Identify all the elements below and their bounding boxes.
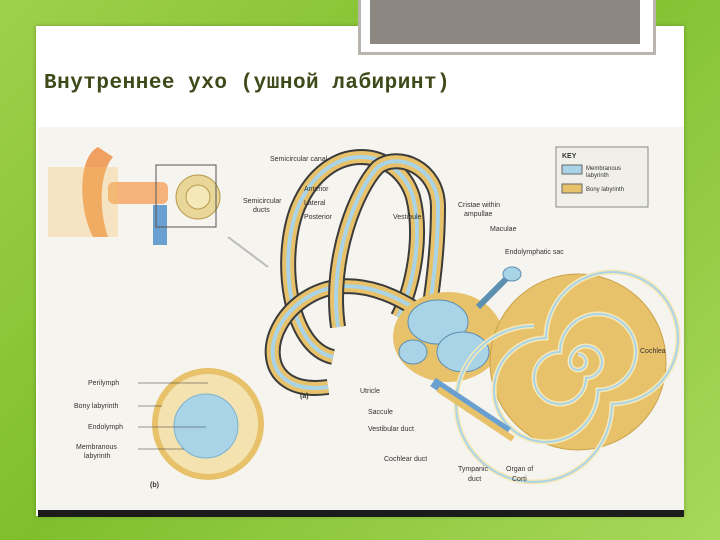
bottom-border	[38, 510, 684, 517]
label-semicircular-canal: Semicircular canal	[270, 156, 328, 163]
legend-membranous-1: Membranous	[586, 166, 621, 172]
label-tympanic-duct-2: duct	[468, 476, 481, 483]
label-semicircular-ducts-2: ducts	[253, 207, 270, 214]
legend-bony: Bony labyrinth	[586, 187, 624, 193]
label-bony-labyrinth: Bony labyrinth	[74, 403, 118, 410]
label-cristae-1: Cristae within	[458, 202, 500, 209]
label-vestibule: Vestibule	[393, 214, 422, 221]
label-panel-a: (a)	[300, 393, 309, 400]
label-maculae: Maculae	[490, 226, 517, 233]
inner-ear-figure: KEY Membranous labyrinth Bony labyrinth …	[38, 127, 684, 512]
legend-key: KEY Membranous labyrinth Bony labyrinth	[555, 146, 649, 208]
inner-ear-diagram: KEY Membranous labyrinth Bony labyrinth …	[48, 146, 681, 489]
label-utricle: Utricle	[360, 388, 380, 395]
label-membranous-2: labyrinth	[84, 453, 111, 460]
cross-section-diagram	[138, 368, 264, 480]
label-organ-of-corti-1: Organ of	[506, 466, 533, 473]
legend-membranous-2: labyrinth	[586, 173, 609, 179]
ear-inset-illustration	[48, 147, 269, 268]
label-endolymph: Endolymph	[88, 424, 123, 431]
label-anterior: Anterior	[304, 186, 329, 193]
panel-a-labels: Semicircular canal Semicircular ducts An…	[243, 156, 666, 483]
slide-title: Внутреннее ухо (ушной лабиринт)	[44, 72, 451, 95]
label-vestibular-duct: Vestibular duct	[368, 426, 414, 433]
label-perilymph: Perilymph	[88, 380, 119, 387]
label-membranous-1: Membranous	[76, 444, 117, 451]
label-semicircular-ducts-1: Semicircular	[243, 198, 282, 205]
label-cristae-2: ampullae	[464, 211, 493, 218]
decorative-header-block	[370, 0, 640, 44]
vestibule-shape	[393, 266, 522, 382]
label-cochlear-duct: Cochlear duct	[384, 456, 427, 463]
label-panel-b: (b)	[150, 482, 159, 489]
label-posterior: Posterior	[304, 214, 333, 221]
label-lateral: Lateral	[304, 200, 326, 207]
cochlea-spiral	[430, 269, 681, 485]
label-cochlea: Cochlea	[640, 348, 666, 355]
label-organ-of-corti-2: Corti	[512, 476, 527, 483]
label-saccule: Saccule	[368, 409, 393, 416]
legend-title: KEY	[562, 153, 577, 160]
label-tympanic-duct-1: Tympanic	[458, 466, 488, 473]
semicircular-canals	[264, 149, 447, 396]
label-endolymphatic-sac: Endolymphatic sac	[505, 249, 564, 256]
panel-b-labels: Perilymph Bony labyrinth Endolymph Membr…	[74, 380, 159, 489]
